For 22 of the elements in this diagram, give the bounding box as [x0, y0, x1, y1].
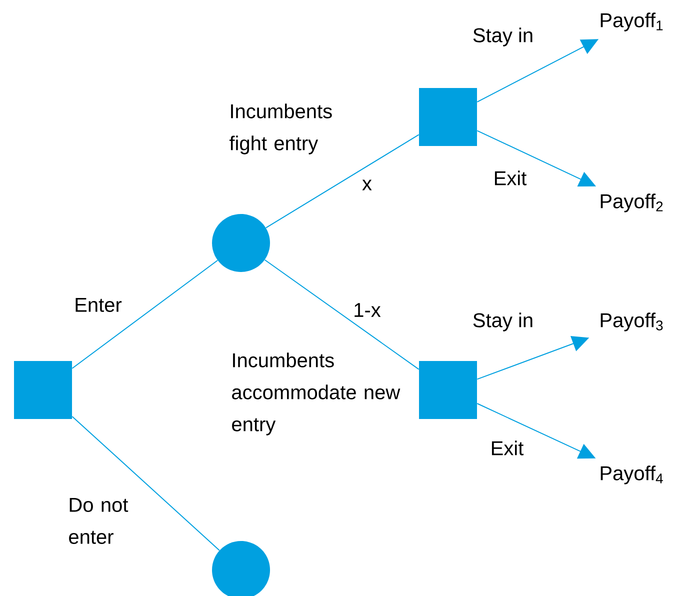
branch-line — [72, 416, 220, 551]
decision-square — [14, 361, 72, 419]
edge-label: Stay in — [473, 28, 532, 46]
decision-square — [419, 88, 477, 146]
payoff-label: Payoff$_{4}$ — [600, 466, 663, 484]
edge-label: Incumbents fight entry — [230, 104, 332, 154]
edge-label: Exit — [494, 170, 527, 186]
payoff-label: Payoff$_{3}$ — [600, 312, 663, 332]
edge-label: Enter — [76, 298, 122, 312]
edge-label: Stay in — [473, 312, 532, 332]
branch-line — [72, 260, 218, 369]
branch-line — [265, 134, 420, 228]
branch-line — [264, 259, 420, 370]
decision-square — [419, 361, 477, 419]
probability-label: 1-x — [354, 303, 381, 317]
chance-circle — [212, 214, 270, 272]
edge-label: Incumbents accommodate new entry — [232, 352, 400, 436]
payoff-label: Payoff$_{2}$ — [600, 194, 663, 212]
probability-label: x — [362, 180, 372, 190]
edge-label: Do not enter — [69, 498, 128, 544]
edge-label: Exit — [492, 440, 524, 456]
payoff-label: Payoff$_{1}$ — [600, 12, 663, 32]
